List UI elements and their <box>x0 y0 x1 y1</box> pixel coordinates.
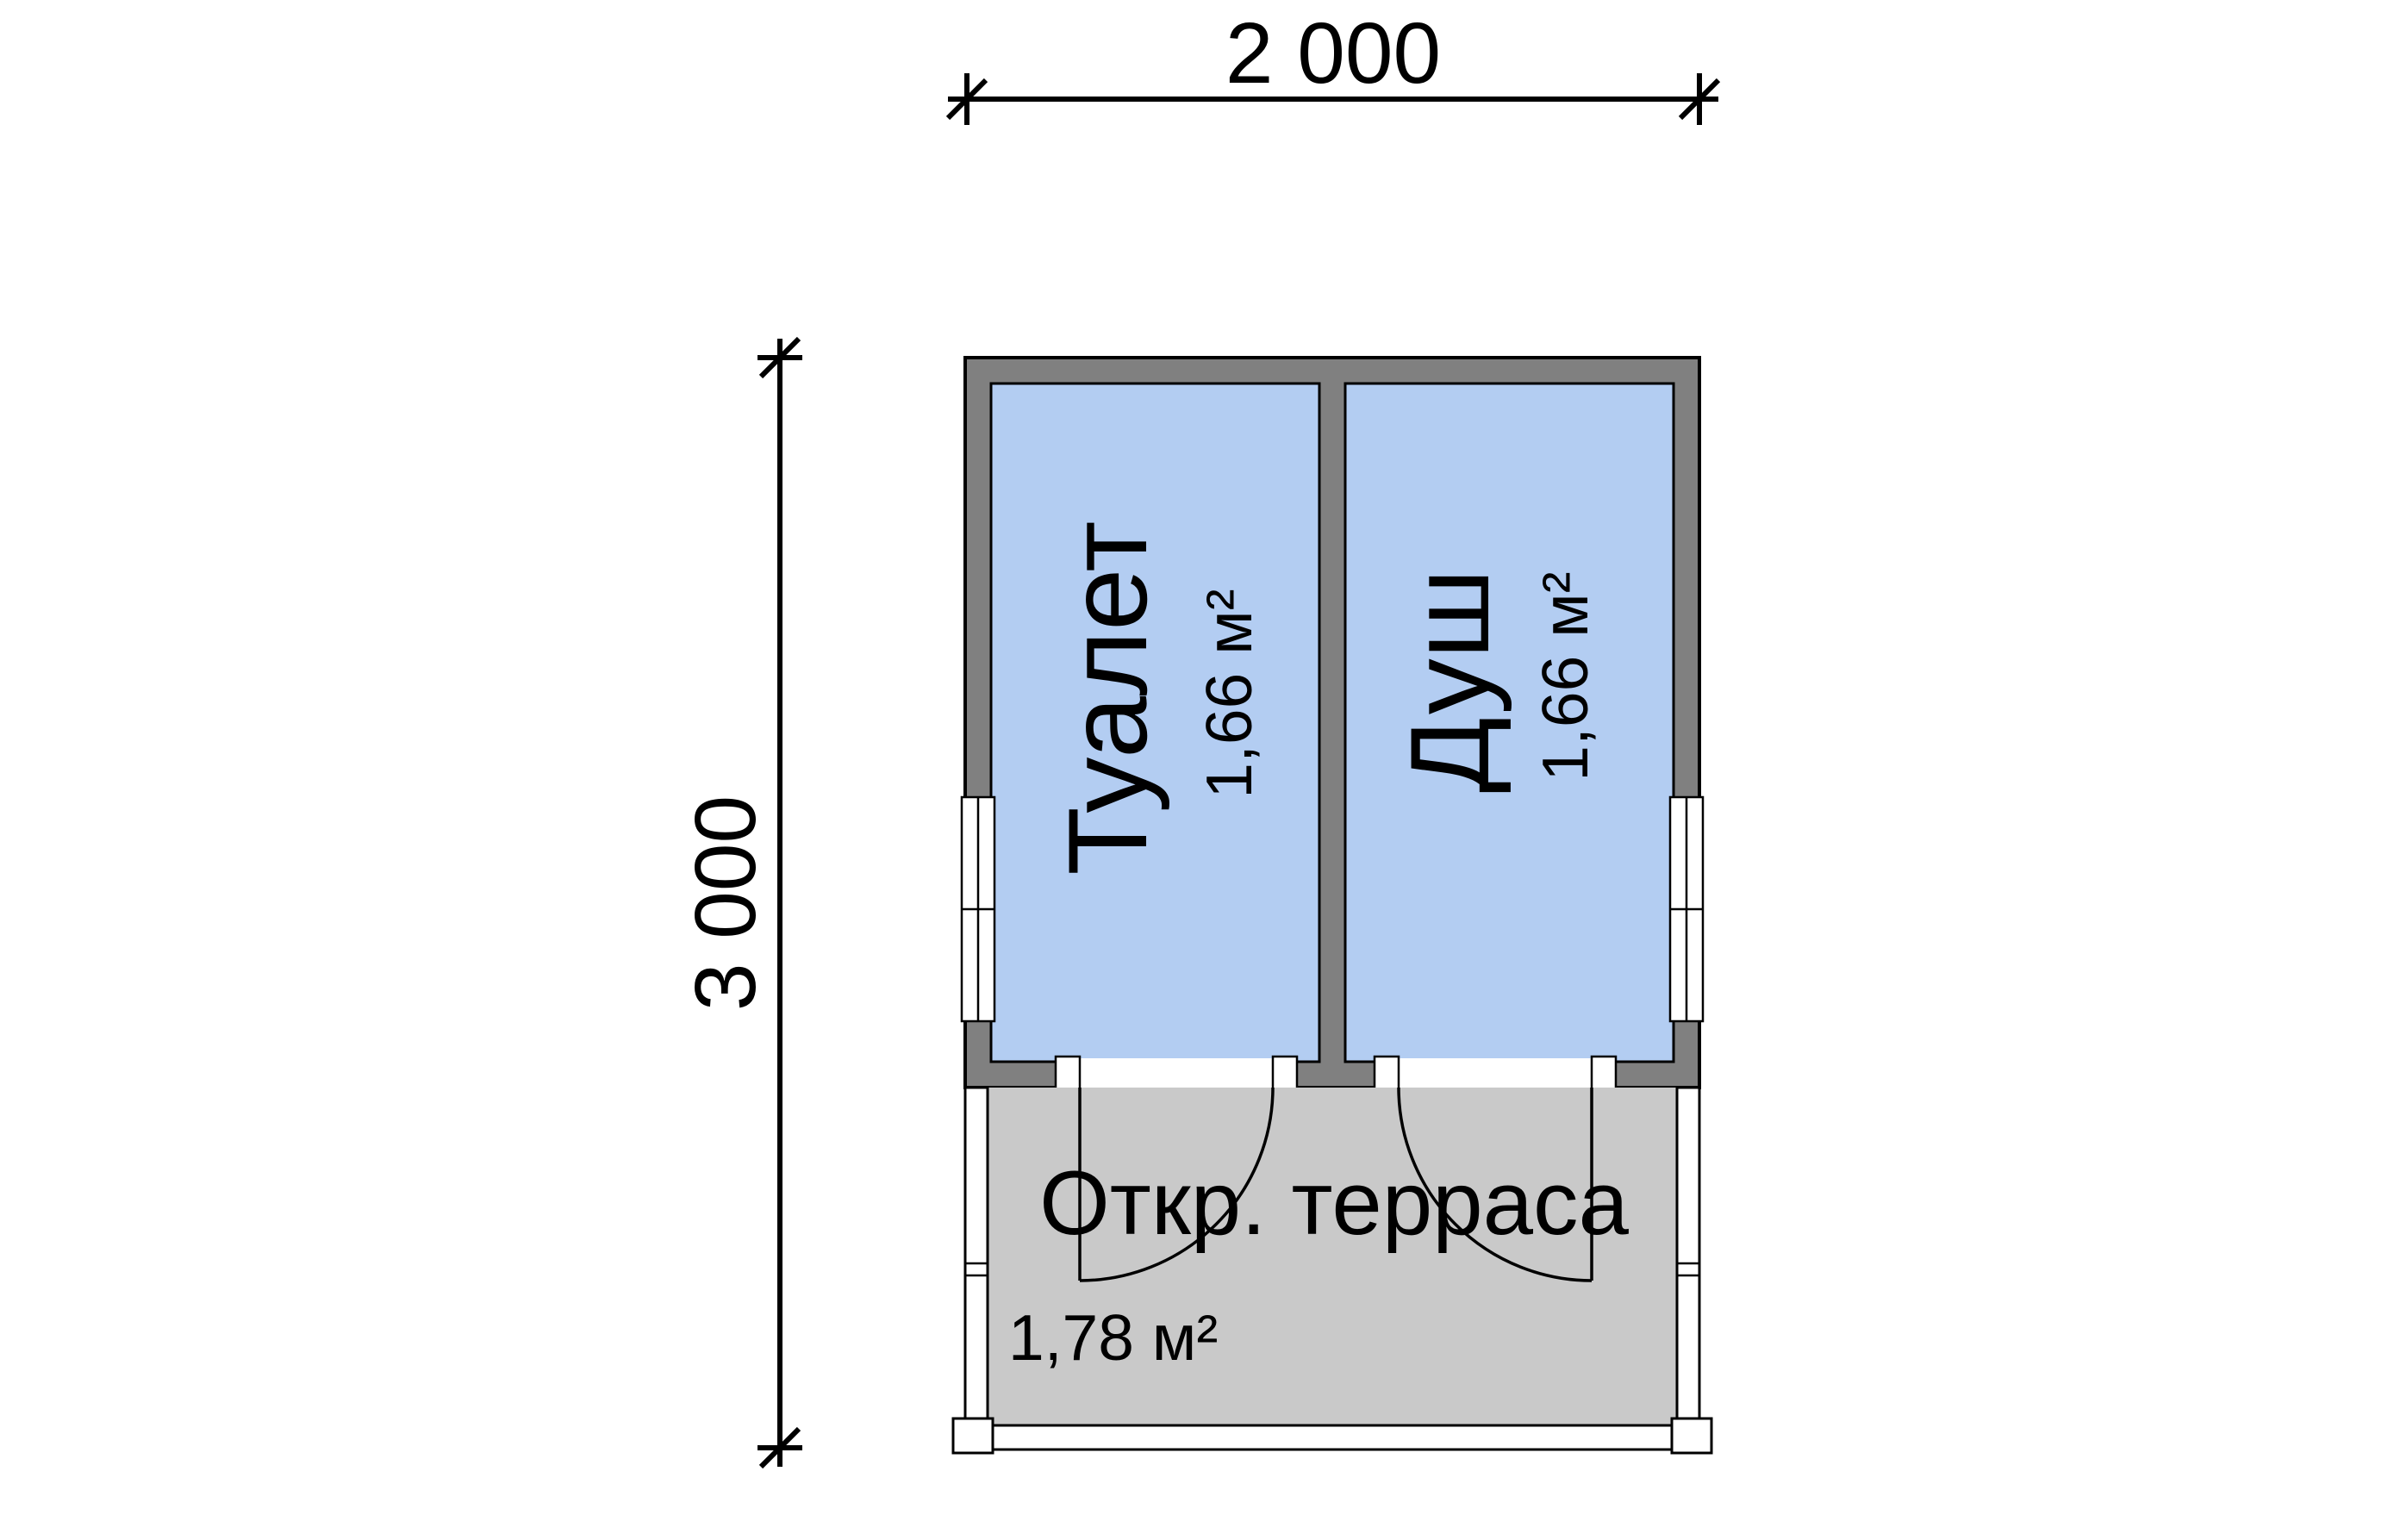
room-toilet <box>989 382 1321 1063</box>
terrace-floor <box>988 1088 1677 1427</box>
door-swing-shower-arc <box>1397 1087 1593 1282</box>
terrace <box>951 1086 1713 1455</box>
dim-width-tick-right <box>1678 78 1721 121</box>
terrace-label: Откр. терраса <box>1039 1153 1629 1254</box>
terrace-wall-bottom <box>963 1424 1701 1451</box>
door-swing-toilet-arc <box>1079 1087 1275 1282</box>
dimension-height: 3 000 <box>677 336 802 1469</box>
room-toilet-area: 1,66 м² <box>1193 589 1265 798</box>
terrace-post-left <box>951 1417 994 1455</box>
dim-height-tick-top <box>758 336 801 379</box>
dim-width-label: 2 000 <box>1225 5 1441 102</box>
terrace-wall-left <box>963 1086 989 1451</box>
labels: Туалет 1,66 м² Душ 1,66 м² Откр. терраса… <box>1008 521 1630 1374</box>
door-opening-toilet <box>1080 1058 1273 1091</box>
terrace-area: 1,78 м² <box>1008 1301 1218 1374</box>
dim-height-label: 3 000 <box>677 795 774 1011</box>
terrace-post-right <box>1670 1417 1713 1455</box>
window-right <box>1668 795 1705 1023</box>
room-shower-label: Душ <box>1387 569 1512 793</box>
door-opening-shower <box>1399 1058 1592 1091</box>
doors <box>1078 1087 1593 1282</box>
room-toilet-label: Туалет <box>1044 521 1170 875</box>
dimension-width: 2 000 <box>945 5 1721 125</box>
dim-height-tick-bottom <box>758 1426 801 1469</box>
terrace-wall-right <box>1675 1086 1701 1451</box>
building <box>960 356 1705 1096</box>
dim-width-tick-left <box>945 78 988 121</box>
room-shower-area: 1,66 м² <box>1529 571 1601 781</box>
window-left <box>960 795 996 1023</box>
